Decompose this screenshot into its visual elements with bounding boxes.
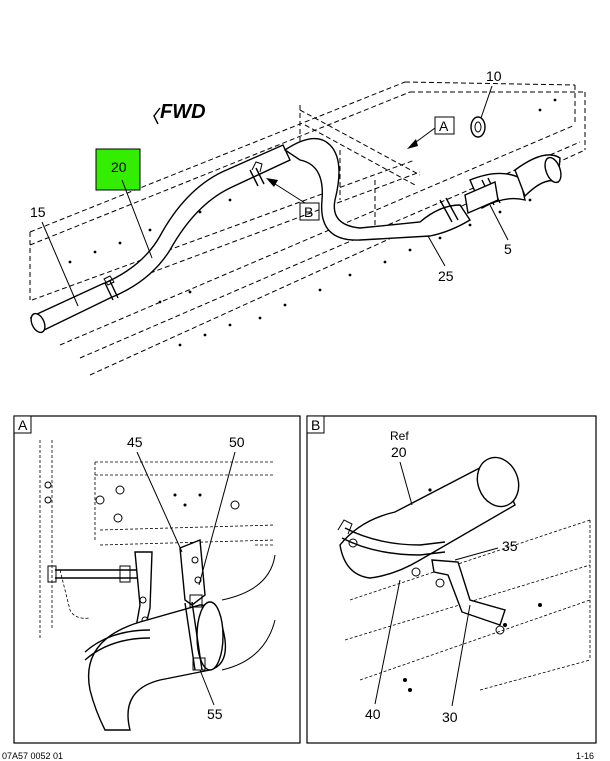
leader-50 <box>198 451 236 586</box>
leader-20-ref <box>399 461 413 506</box>
leader-55 <box>199 669 215 706</box>
callout-30: 30 <box>442 709 458 725</box>
leader-25 <box>427 235 446 267</box>
callout-50: 50 <box>229 434 245 450</box>
leader-15 <box>41 221 79 307</box>
leader-40 <box>374 579 401 705</box>
isolator-10 <box>470 116 486 138</box>
fwd-label: FWD <box>160 101 206 123</box>
callout-20-highlight <box>95 148 141 191</box>
footer-right: 1-16 <box>576 751 594 761</box>
frame-bolts-a <box>44 481 240 523</box>
leader-10 <box>480 85 493 119</box>
main-view: FWD 20 15 10 A B 5 25 <box>29 68 586 376</box>
callout-15: 15 <box>30 204 46 220</box>
callout-35: 35 <box>502 538 518 554</box>
leader-35 <box>454 547 499 561</box>
view-ref-b-arrowhead <box>266 178 278 187</box>
callout-40: 40 <box>365 706 381 722</box>
frame-holes <box>68 98 557 347</box>
bracket-5 <box>464 181 499 214</box>
fwd-indicator: FWD <box>153 101 206 125</box>
leader-5 <box>489 204 509 241</box>
clamp-b-main <box>249 161 265 187</box>
leader-20 <box>121 179 153 259</box>
detail-b-tag: B <box>311 417 320 433</box>
view-ref-b: B <box>304 204 313 220</box>
detail-b-panel: B Ref 20 35 40 30 <box>306 415 597 744</box>
view-ref-a: A <box>439 118 449 134</box>
detail-a-panel: A <box>13 415 301 744</box>
callout-25: 25 <box>438 268 454 284</box>
callout-45: 45 <box>127 434 143 450</box>
callout-20-ref: 20 <box>391 444 407 460</box>
view-ref-b-box <box>299 202 320 221</box>
callout-10: 10 <box>486 68 502 84</box>
callout-55: 55 <box>207 706 223 722</box>
ref-text: Ref <box>390 429 409 443</box>
callout-5: 5 <box>504 241 512 257</box>
leader-45 <box>136 451 183 553</box>
leader-30 <box>451 604 471 707</box>
exhaust-pipe-20 <box>30 144 291 334</box>
footer-left: 07A57 0052 01 <box>2 751 63 761</box>
view-ref-a-box <box>434 116 455 135</box>
detail-a-tag: A <box>18 417 28 433</box>
view-ref-a-arrowhead <box>407 139 418 149</box>
callout-20-main: 20 <box>111 159 127 175</box>
frame-rails <box>29 81 586 376</box>
view-ref-b-arrow <box>271 181 306 204</box>
